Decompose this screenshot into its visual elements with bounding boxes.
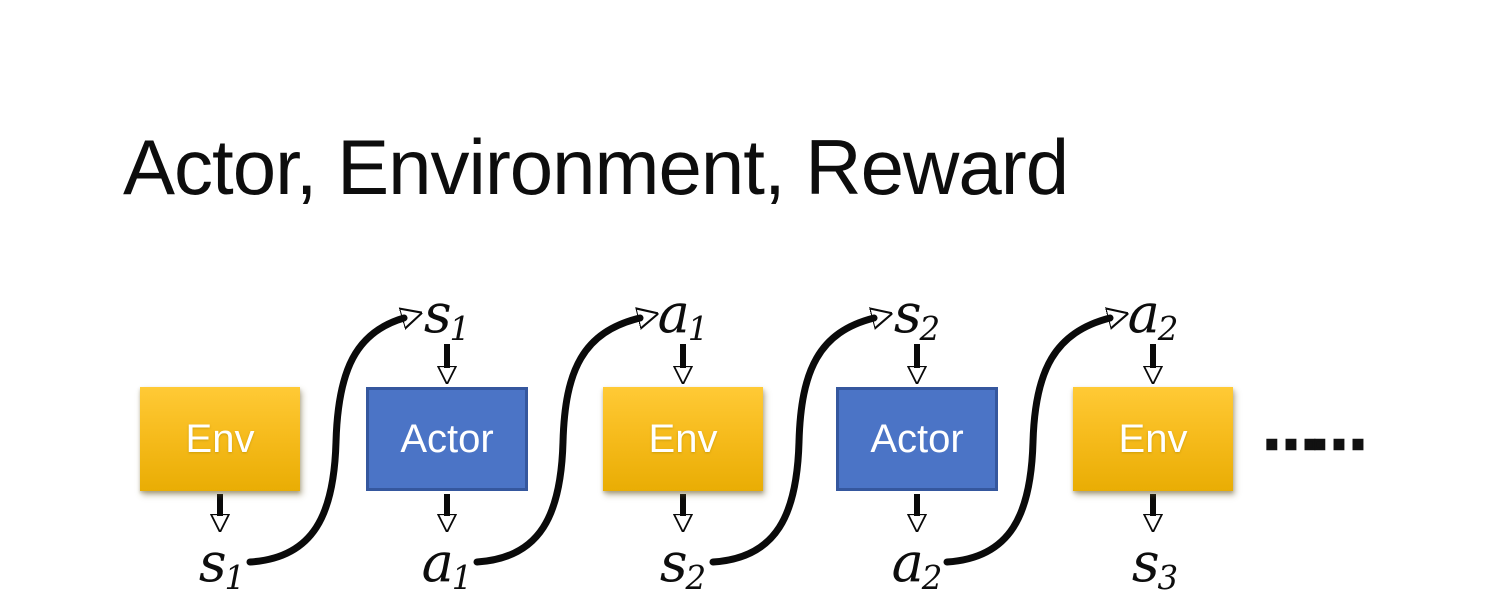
- top-label-s2-sub: 2: [919, 309, 941, 348]
- env-box-3-label: Env: [1118, 416, 1188, 461]
- bottom-label-a1-sub: 1: [451, 558, 473, 597]
- env-box-2-label: Env: [648, 416, 718, 461]
- top-label-s1: s1: [424, 287, 470, 345]
- env-box-3: Env: [1073, 387, 1233, 491]
- bottom-label-s1: s1: [199, 536, 245, 594]
- top-label-a1-base: a: [657, 282, 690, 345]
- bottom-label-s3-sub: 3: [1157, 558, 1179, 597]
- env-box-2: Env: [603, 387, 763, 491]
- bottom-label-a2: a2: [892, 536, 943, 594]
- top-label-a1-sub: 1: [687, 309, 709, 348]
- bottom-label-s1-base: s: [198, 531, 227, 594]
- bottom-label-a2-base: a: [891, 531, 924, 594]
- top-label-a2-base: a: [1127, 282, 1160, 345]
- actor-box-1: Actor: [366, 387, 528, 491]
- top-label-s2-base: s: [893, 282, 922, 345]
- bottom-label-s3: s3: [1132, 536, 1178, 594]
- top-label-a2: a2: [1128, 287, 1179, 345]
- actor-box-2: Actor: [836, 387, 998, 491]
- slide-title: Actor, Environment, Reward: [123, 123, 1069, 211]
- top-label-a2-sub: 2: [1157, 309, 1179, 348]
- top-label-s1-base: s: [423, 282, 452, 345]
- bottom-label-a2-sub: 2: [921, 558, 943, 597]
- actor-box-2-label: Actor: [870, 416, 964, 461]
- env-box-1: Env: [140, 387, 300, 491]
- bottom-label-s2: s2: [660, 536, 706, 594]
- bottom-label-s2-base: s: [659, 531, 688, 594]
- top-label-a1: a1: [658, 287, 709, 345]
- top-label-s2: s2: [894, 287, 940, 345]
- actor-box-1-label: Actor: [400, 416, 494, 461]
- bottom-label-s2-sub: 2: [685, 558, 707, 597]
- continuation-ellipsis: ……: [1260, 395, 1371, 462]
- env-box-1-label: Env: [185, 416, 255, 461]
- top-label-s1-sub: 1: [449, 309, 471, 348]
- bottom-label-s1-sub: 1: [224, 558, 246, 597]
- bottom-label-a1: a1: [422, 536, 473, 594]
- bottom-label-s3-base: s: [1131, 531, 1160, 594]
- bottom-label-a1-base: a: [421, 531, 454, 594]
